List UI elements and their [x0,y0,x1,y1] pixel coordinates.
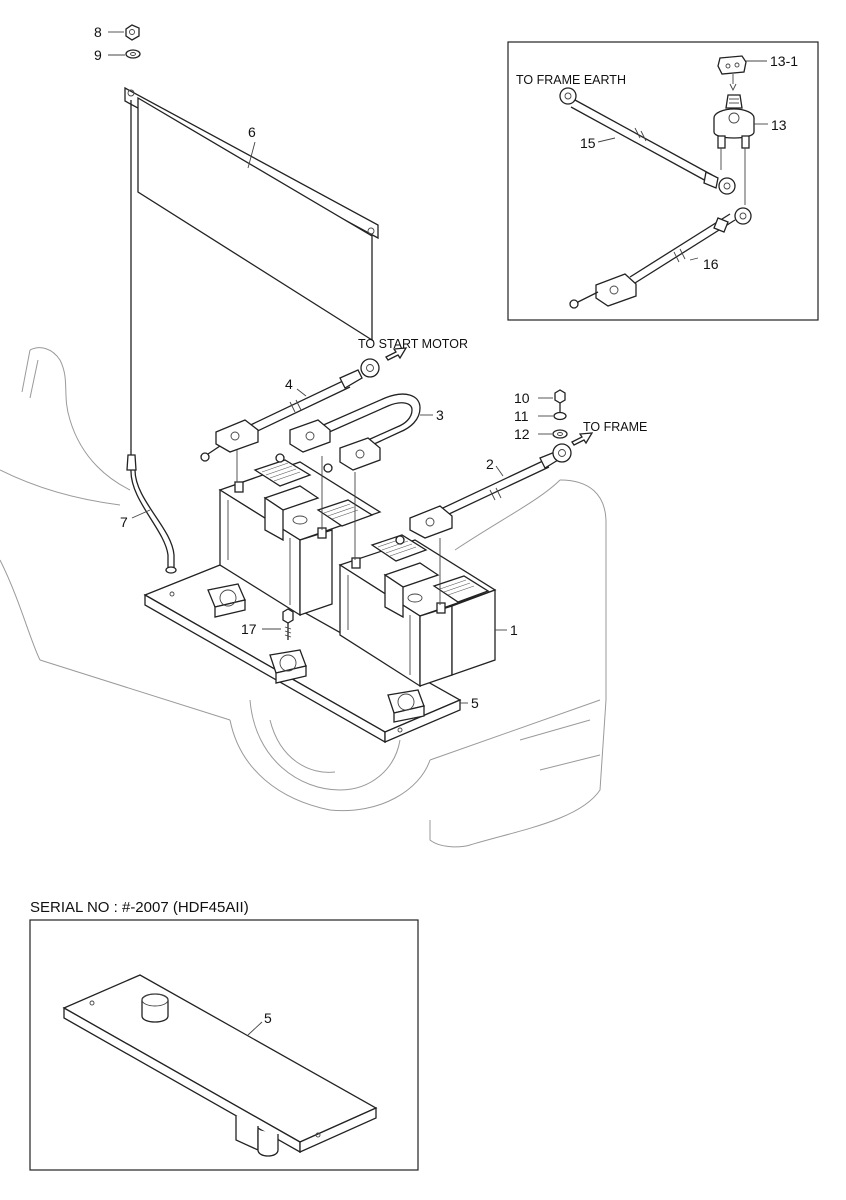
callout-2: 2 [486,456,494,472]
battery-tray [143,564,462,744]
caption-to-frame-earth: TO FRAME EARTH [516,73,626,87]
callout-9: 9 [94,47,102,63]
arrow-to-start-motor-icon [385,347,408,361]
callout-7: 7 [120,514,128,530]
caption-to-frame: TO FRAME [583,420,647,434]
callout-12: 12 [514,426,530,442]
callout-16: 16 [703,256,719,272]
lock-washer-part-11 [553,411,567,421]
earth-cable-part-15 [559,87,736,195]
battery-cover-plate [124,86,379,342]
leader-lines [108,31,768,1036]
callout-4: 4 [285,376,293,392]
callout-11: 11 [514,408,529,424]
washer-part-12 [552,429,568,439]
inset-serial-tray-box [29,919,419,1171]
callout-1: 1 [510,622,518,638]
battery-right [338,534,497,688]
switch-key-part-13-1 [717,55,747,92]
alternate-battery-tray [62,974,378,1157]
callouts: 8 9 6 4 3 10 11 12 2 7 17 1 5 13-1 13 15… [94,24,798,1026]
hold-down-rod [126,100,177,574]
caption-to-start-motor: TO START MOTOR [358,337,468,351]
callout-13: 13 [771,117,787,133]
arrow-to-frame-icon [571,432,594,446]
switch-cable-part-16 [569,207,752,309]
washer-part-9 [125,49,141,59]
caption-serial-note: SERIAL NO : #-2007 (HDF45AII) [30,899,249,916]
bolt-part-17 [282,608,294,640]
bolt-part-10 [554,389,566,414]
cable-part-2 [395,443,572,605]
callout-5: 5 [471,695,479,711]
cable-part-4 [200,358,380,482]
callout-17: 17 [241,621,257,637]
callout-13-1: 13-1 [770,53,798,69]
inset-master-switch-box [507,41,819,321]
callout-5-inset: 5 [264,1010,272,1026]
callout-6: 6 [248,124,256,140]
master-switch-part-13 [713,94,755,205]
nut-part-8 [125,24,140,41]
captions: TO START MOTOR TO FRAME TO FRAME EARTH S… [30,73,647,916]
truck-body-outline [0,347,607,848]
callout-10: 10 [514,390,530,406]
callout-3: 3 [436,407,444,423]
callout-15: 15 [580,135,596,151]
battery-left [218,459,382,617]
callout-8: 8 [94,24,102,40]
cable-part-3 [275,393,421,560]
